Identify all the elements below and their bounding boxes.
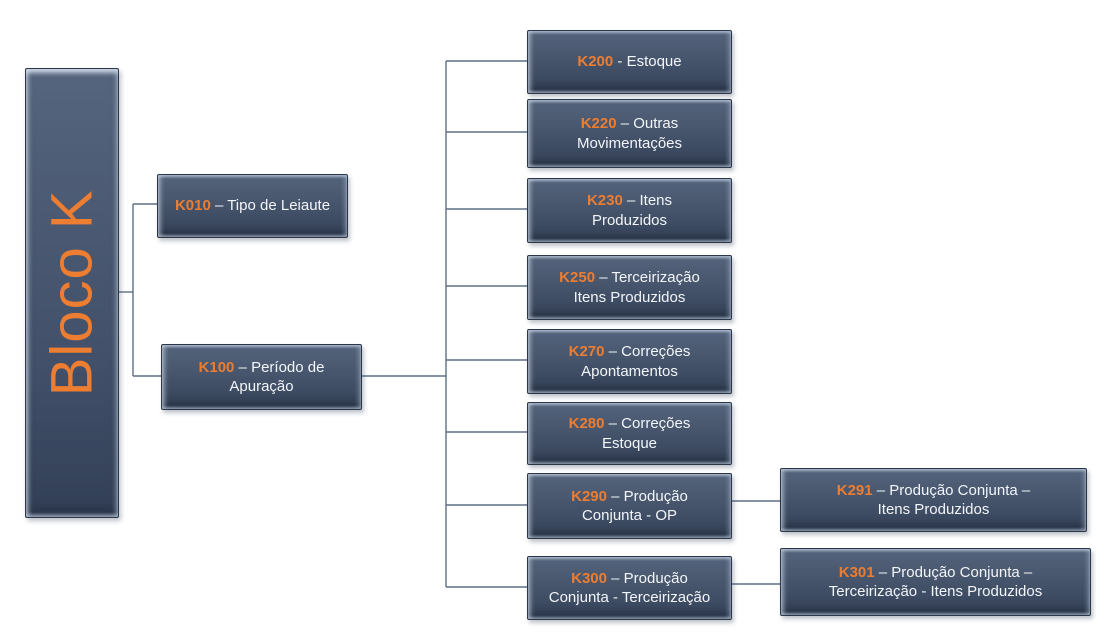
node-k300-label: – Produção Conjunta - Terceirização [548, 569, 711, 606]
node-k010-label: – Tipo de Leiaute [210, 197, 331, 215]
node-k290-label: – Produção Conjunta - OP [581, 487, 688, 524]
node-k100-label: – Período de Apuração [229, 358, 325, 395]
node-k250-code: K250 [559, 269, 596, 287]
node-k270: K270 – Correções Apontamentos [527, 329, 732, 394]
node-k300: K300 – Produção Conjunta - Terceirização [527, 556, 732, 620]
node-k220-code: K220 [580, 115, 617, 133]
node-k220: K220 – Outras Movimentações [527, 99, 732, 168]
node-bloco-k-label: Bloco K [39, 189, 105, 397]
node-k290: K290 – Produção Conjunta - OP [527, 473, 732, 539]
node-bloco-k: Bloco K [25, 68, 119, 518]
node-k270-code: K270 [568, 343, 605, 361]
node-k230: K230 – Itens Produzidos [527, 178, 732, 243]
node-k200-label: - Estoque [613, 53, 682, 71]
node-k100-code: K100 [198, 358, 235, 376]
node-k230-label: – Itens Produzidos [591, 192, 673, 229]
node-k291-code: K291 [836, 481, 873, 499]
node-k280: K280 – Correções Estoque [527, 402, 732, 465]
node-k280-label: – Correções Estoque [601, 415, 691, 452]
node-k010-code: K010 [174, 197, 211, 215]
node-k301: K301 – Produção Conjunta – Terceirização… [780, 548, 1091, 616]
node-k250-label: – Terceirização Itens Produzidos [573, 269, 700, 306]
node-k291: K291 – Produção Conjunta – Itens Produzi… [780, 468, 1087, 532]
node-k250: K250 – Terceirização Itens Produzidos [527, 255, 732, 320]
node-k291-label: – Produção Conjunta – Itens Produzidos [876, 481, 1031, 518]
node-k280-code: K280 [568, 415, 605, 433]
node-k010: K010 – Tipo de Leiaute [157, 174, 348, 238]
node-k230-code: K230 [586, 192, 623, 210]
node-k270-label: – Correções Apontamentos [581, 343, 691, 380]
connector-group [117, 60, 780, 588]
node-k300-code: K300 [571, 569, 607, 587]
node-k200: K200 - Estoque [527, 30, 732, 94]
node-k301-label: – Produção Conjunta – Terceirização - It… [828, 563, 1043, 600]
node-k100: K100 – Período de Apuração [161, 344, 362, 410]
node-k301-code: K301 [838, 563, 875, 581]
node-k220-label: – Outras Movimentações [576, 115, 683, 152]
node-k200-code: K200 [577, 53, 614, 71]
node-k290-code: K290 [571, 487, 607, 505]
